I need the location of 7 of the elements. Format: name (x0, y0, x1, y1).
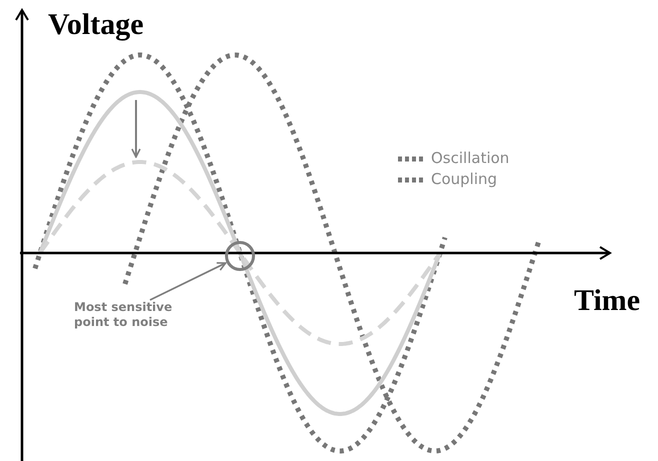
highlight-circle (225, 241, 255, 271)
legend-label: Oscillation (431, 149, 510, 167)
legend-label: Coupling (431, 170, 498, 188)
annotation-text: Most sensitive point to noise (74, 300, 174, 330)
axis-label: Voltage (48, 8, 144, 42)
axis-label: Time (574, 284, 640, 318)
leader-line (150, 262, 226, 301)
